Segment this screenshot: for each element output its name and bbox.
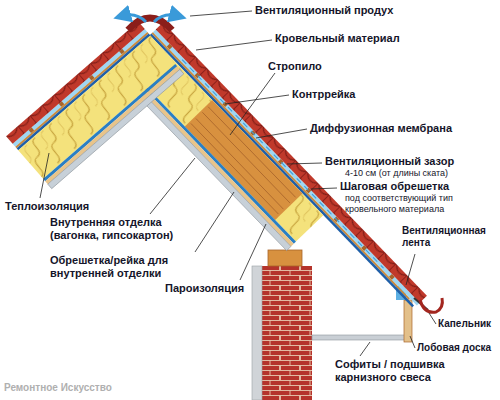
- part-label: Обрешетка/рейка для внутренней отделки: [50, 254, 200, 280]
- part-label: Внутренняя отделка (вагонка, гипсокартон…: [50, 216, 185, 242]
- part-label: Вентиляционная лента: [402, 225, 497, 249]
- air-arrow: [122, 15, 146, 22]
- part-label: Пароизоляция: [165, 282, 244, 295]
- part-label: Шаговая обрешетка: [340, 180, 449, 193]
- part-label: Вентиляционный продух: [255, 4, 393, 17]
- part-label: Капельник: [438, 318, 491, 330]
- part-label: Теплоизоляция: [5, 200, 89, 213]
- part-label: под соответствующий тип кровельного мате…: [345, 193, 495, 214]
- wall-plate: [268, 250, 302, 266]
- part-label: Диффузионная мембрана: [310, 122, 452, 135]
- part-label: Лобовая доска: [417, 342, 491, 354]
- left-slope: [6, 21, 184, 188]
- wall-plaster: [252, 266, 262, 400]
- brick-wall: [262, 266, 312, 400]
- gutter: [420, 298, 442, 312]
- watermark: Ремонтное Искусство: [4, 382, 112, 394]
- part-label: Кровельный материал: [275, 32, 400, 45]
- part-label: Контррейка: [292, 88, 355, 101]
- ridge-cap: [128, 18, 172, 30]
- part-label: Софиты / подшивка карнизного свеса: [335, 358, 470, 384]
- part-label: Вентиляционный зазор: [325, 155, 454, 168]
- soffit: [312, 335, 410, 340]
- part-label: Стропило: [268, 60, 322, 73]
- part-label: 4-10 см (от длины ската): [345, 168, 448, 179]
- air-arrow: [154, 15, 178, 22]
- fascia-board: [404, 300, 412, 342]
